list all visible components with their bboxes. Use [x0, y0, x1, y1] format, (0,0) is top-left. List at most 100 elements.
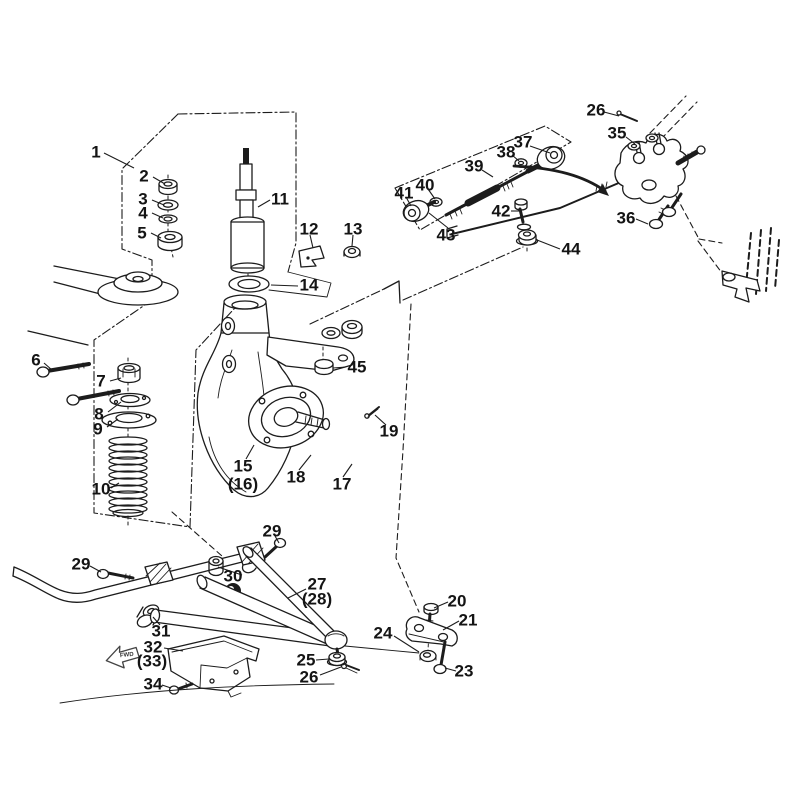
leader-line-5: [43, 362, 53, 371]
leader-line-23: [319, 666, 342, 676]
strut-rod-tip: [243, 148, 249, 164]
bolt-6b: [66, 389, 121, 406]
bolt-34: [168, 682, 194, 695]
tie-rod-assembled: [446, 164, 647, 255]
stabilizer-bar: [13, 550, 253, 595]
cotter-pin-19: [364, 406, 380, 419]
part-label-37: 37: [514, 133, 533, 152]
part-label-35: 35: [608, 124, 627, 143]
part-label-27: 27: [308, 575, 327, 594]
part-label-36: 36: [617, 209, 636, 228]
leader-line-13: [270, 284, 299, 287]
part-label-20: 20: [448, 592, 467, 611]
part-label-23: 23: [455, 662, 474, 681]
part-label-12: 12: [300, 220, 319, 239]
part-label-7: 7: [96, 372, 105, 391]
nut-24: [419, 649, 437, 663]
washer-4: [158, 214, 178, 224]
nut-35a: [627, 141, 641, 151]
part-label-31: 31: [152, 622, 171, 641]
skid-plate: [167, 635, 260, 692]
part-label-28: (28): [302, 590, 332, 609]
fwd-arrow-label: FWD: [120, 652, 135, 659]
bushing-30: [208, 555, 224, 577]
part-label-32: 32: [144, 638, 163, 657]
part-label-42: 42: [492, 202, 511, 221]
part-label-26-top: 26: [587, 101, 606, 120]
part-label-6: 6: [31, 351, 40, 370]
tie-rod-exploded: [402, 145, 566, 223]
boundary-boxes: [93, 111, 572, 613]
frame-fork: [697, 227, 780, 303]
spring-seat-8: [109, 392, 151, 408]
fwd-arrow: FWD: [105, 645, 140, 669]
part-label-8: 8: [94, 405, 103, 424]
part-label-15: 15: [234, 457, 253, 476]
leader-line-41: [536, 239, 561, 250]
bushing-cup-5: [157, 230, 183, 252]
leader-line-15: [342, 463, 353, 478]
part-label-9: 9: [93, 420, 102, 439]
leader-line-7: [107, 401, 122, 413]
centerline-zigzag: [383, 280, 401, 304]
part-label-29-left: 29: [72, 555, 91, 574]
washer-3: [157, 199, 179, 211]
part-label-40: 40: [416, 176, 435, 195]
part-label-24: 24: [374, 624, 393, 643]
clamp-washer-42: [516, 223, 532, 231]
leader-line-20: [444, 667, 457, 672]
part-label-45: 45: [348, 358, 367, 377]
strut-box-left: [121, 113, 179, 301]
part-label-16: (16): [228, 475, 258, 494]
part-label-2: 2: [139, 167, 148, 186]
nut-45b: [341, 319, 363, 340]
leader-line-16: [298, 454, 312, 471]
pin-26-top: [616, 110, 638, 122]
leader-line-38: [405, 196, 412, 207]
leader-lines: [43, 111, 649, 689]
tierod-box: [394, 125, 572, 231]
part-label-17: 17: [333, 475, 352, 494]
coil-spring-10: [108, 436, 148, 518]
strut-body: [230, 221, 265, 269]
shield-arc: [208, 436, 247, 493]
bolt-42: [514, 198, 528, 224]
steering-knuckle: [196, 294, 355, 498]
alignment-dash-vertical: [395, 303, 420, 613]
hub-flange: [248, 385, 324, 449]
steering-arm-bracket: [614, 133, 689, 205]
nut-25: [326, 651, 348, 667]
skid-plate-group: FWD: [59, 635, 335, 704]
bolt-45: [314, 346, 334, 376]
leader-line-34: [529, 145, 551, 154]
part-label-44: 44: [562, 240, 581, 259]
part-label-11: 11: [271, 190, 289, 209]
lock-nut-7: [117, 362, 141, 384]
leader-line-33: [635, 218, 649, 225]
leader-line-8: [106, 418, 119, 428]
bar-clamp-left: [144, 561, 174, 586]
part-label-18: 18: [287, 468, 306, 487]
leader-line-29: [152, 616, 161, 626]
leader-line-26: [89, 565, 102, 573]
part-label-43: 43: [437, 226, 456, 245]
leader-line-42: [332, 366, 347, 369]
spindle: [295, 411, 331, 431]
leader-line-14: [245, 444, 255, 460]
leader-line-18: [433, 601, 449, 609]
shock-absorber-strut: [228, 148, 270, 293]
nut-35b: [645, 133, 659, 143]
leader-line-0: [103, 152, 135, 169]
leader-line-25: [287, 588, 307, 599]
steering-arm-assembly: [614, 95, 780, 303]
tie-rod-end-37: [536, 145, 566, 171]
centerline-to-nut44: [402, 246, 524, 301]
alignment-dash-knuckle-arm: [171, 511, 223, 557]
bolt-36b: [661, 192, 683, 218]
frame-edge-line: [59, 683, 335, 704]
part-label-19: 19: [380, 422, 399, 441]
part-label-26-bottom: 26: [300, 668, 319, 687]
part-label-29-right: 29: [263, 522, 282, 541]
motion-arrowhead: [597, 184, 609, 196]
leader-line-24: [603, 111, 620, 117]
